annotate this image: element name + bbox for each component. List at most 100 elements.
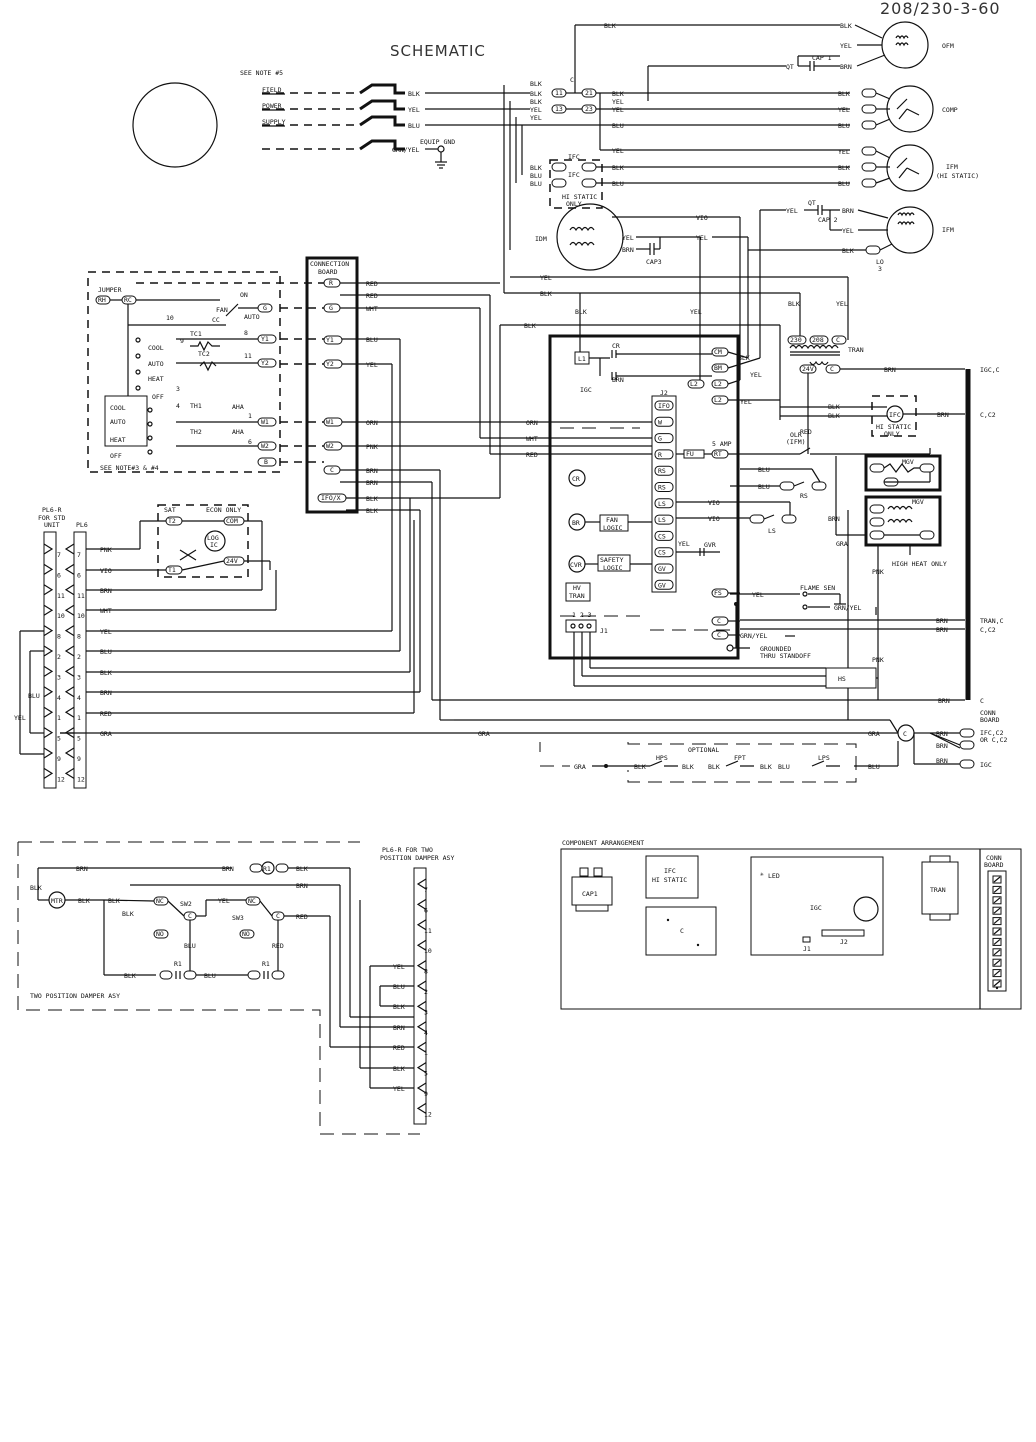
pl6r-pin-num: 4 <box>57 694 61 702</box>
j2-pin-label: W <box>658 418 662 426</box>
pl6r-pin <box>43 645 54 657</box>
svg-text:BLK: BLK <box>30 884 42 892</box>
svg-text:1: 1 <box>248 412 252 420</box>
damper-pin-num: 5 <box>424 1070 428 1078</box>
svg-text:JUMPER: JUMPER <box>98 286 122 294</box>
conn-board-screw <box>993 928 1001 935</box>
svg-text:BLU: BLU <box>184 942 196 950</box>
svg-text:RED: RED <box>296 913 308 921</box>
j2-pin <box>654 579 674 590</box>
pl6r-pin <box>43 706 54 718</box>
svg-text:T2: T2 <box>168 517 176 525</box>
svg-text:BRN: BRN <box>100 689 112 697</box>
svg-text:BLK: BLK <box>838 164 850 172</box>
svg-text:B: B <box>264 458 268 466</box>
svg-text:BLK: BLK <box>540 290 552 298</box>
damper-pin-num: 9 <box>424 1090 428 1098</box>
svg-text:BLU: BLU <box>393 983 405 991</box>
svg-text:PNK: PNK <box>100 546 112 554</box>
j2-pin-label: RS <box>658 467 666 475</box>
svg-text:BOARD: BOARD <box>318 268 338 276</box>
svg-text:G: G <box>329 304 333 312</box>
svg-text:FLAME SEN: FLAME SEN <box>800 584 835 592</box>
pl6r-pin-num: 12 <box>57 775 65 783</box>
svg-text:BLK: BLK <box>124 972 136 980</box>
svg-text:(HI STATIC): (HI STATIC) <box>936 172 979 180</box>
svg-text:IFC: IFC <box>568 153 580 161</box>
damper-pin <box>416 939 427 951</box>
svg-text:NO: NO <box>156 930 164 938</box>
pl6r-pin-num: 6 <box>57 571 61 579</box>
damper-pin <box>416 1021 427 1033</box>
svg-text:R: R <box>329 279 333 287</box>
pl6-pin <box>64 706 75 718</box>
svg-text:J1: J1 <box>600 627 608 635</box>
j2-pin <box>654 482 674 492</box>
svg-text:9: 9 <box>180 337 184 345</box>
svg-text:C: C <box>570 76 574 84</box>
svg-text:GRA: GRA <box>100 730 112 738</box>
ifc-relay: IFC HI STATIC ONLY BLK BLK BRN C,C2 <box>780 395 996 438</box>
svg-text:GRA: GRA <box>478 730 490 738</box>
damper-pin-num: 12 <box>424 1110 432 1118</box>
svg-text:10: 10 <box>166 314 174 322</box>
svg-text:IC: IC <box>210 541 218 549</box>
svg-text:BLK: BLK <box>838 90 850 98</box>
svg-text:IFM: IFM <box>946 163 958 171</box>
svg-text:BRN: BRN <box>936 730 948 738</box>
svg-text:BRN: BRN <box>938 697 950 705</box>
svg-text:AHA: AHA <box>232 428 244 436</box>
svg-text:23: 23 <box>585 105 593 113</box>
svg-text:IGC,C: IGC,C <box>980 366 1000 374</box>
svg-text:BLK: BLK <box>612 164 624 172</box>
svg-text:CAP 1: CAP 1 <box>812 54 832 62</box>
svg-text:HV: HV <box>573 584 581 592</box>
olr-switch: OLR (IFM) RED <box>760 420 931 455</box>
conn-board-screw <box>993 907 1001 914</box>
svg-text:Y1: Y1 <box>326 336 334 344</box>
j2-pin <box>654 449 674 460</box>
svg-text:5 AMP: 5 AMP <box>712 440 732 448</box>
wire-blu: BLU <box>408 122 420 130</box>
svg-text:BLK: BLK <box>575 308 587 316</box>
svg-text:OR C,C2: OR C,C2 <box>980 736 1007 744</box>
svg-text:BRN: BRN <box>936 617 948 625</box>
damper-pin <box>416 1062 427 1074</box>
conn-board-screw <box>993 897 1001 904</box>
svg-text:8: 8 <box>244 329 248 337</box>
svg-text:WHT: WHT <box>100 607 112 615</box>
pl6-pin-num: 8 <box>77 633 81 641</box>
svg-text:YEL: YEL <box>678 540 690 548</box>
damper-assembly: TWO POSITION DAMPER ASY PL6-R FOR TWO PO… <box>17 841 454 1135</box>
svg-text:BRN: BRN <box>937 411 949 419</box>
svg-text:RED: RED <box>272 942 284 950</box>
svg-text:PNK: PNK <box>366 443 378 451</box>
pl6-pin-num: 9 <box>77 755 81 763</box>
svg-text:RED: RED <box>526 451 538 459</box>
idm-motor: IDM YEL BRN CAP3 YEL VIO <box>535 203 748 271</box>
damper-pin <box>416 1082 427 1094</box>
svg-text:VIO: VIO <box>708 515 720 523</box>
svg-text:BRN: BRN <box>222 865 234 873</box>
svg-text:BM: BM <box>714 364 722 372</box>
svg-text:BLK: BLK <box>530 80 542 88</box>
equip-gnd-label: EQUIP GND <box>420 138 455 146</box>
pl6-pin-num: 3 <box>77 673 81 681</box>
wire-blk: BLK <box>408 90 420 98</box>
field-label: FIELD <box>262 86 282 94</box>
svg-text:YEL: YEL <box>540 274 552 282</box>
j2-pin <box>654 498 674 509</box>
svg-text:13: 13 <box>555 105 563 113</box>
conn-board-screw <box>993 970 1001 977</box>
svg-text:BLU: BLU <box>778 763 790 771</box>
svg-text:BLK: BLK <box>604 22 616 30</box>
conn-board-dot <box>995 986 999 990</box>
svg-text:W1: W1 <box>261 418 269 426</box>
svg-text:RT: RT <box>714 450 722 458</box>
svg-text:GRA: GRA <box>868 730 880 738</box>
svg-text:RED: RED <box>366 292 378 300</box>
svg-text:TRAN: TRAN <box>569 592 585 600</box>
svg-text:PL6: PL6 <box>76 521 88 529</box>
svg-text:IFO/X: IFO/X <box>321 494 341 502</box>
